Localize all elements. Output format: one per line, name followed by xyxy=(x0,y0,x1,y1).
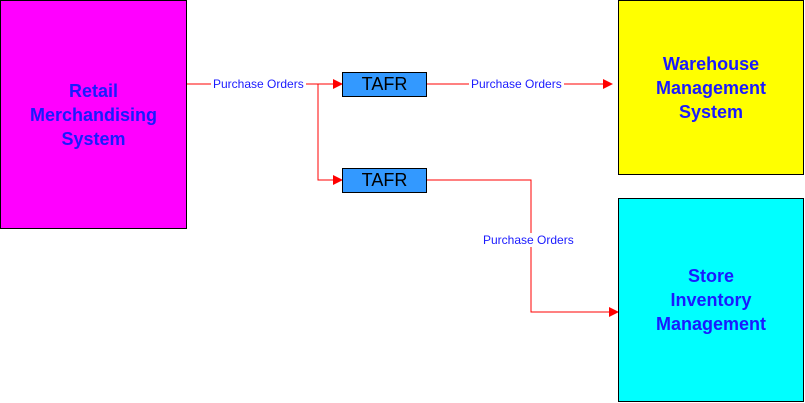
flow-branch-to-tafr2 xyxy=(317,84,343,185)
warehouse-management-system-node[interactable]: Warehouse Management System xyxy=(618,0,804,175)
warehouse-label: Warehouse Management System xyxy=(655,53,767,122)
store-label: Store Inventory Management xyxy=(655,266,767,334)
tafr-1-label: TAFR xyxy=(361,74,408,94)
tafr-2-label: TAFR xyxy=(361,170,408,190)
flow-label-retail-to-tafr: Purchase Orders xyxy=(211,77,306,91)
retail-merchandising-system-node[interactable]: Retail Merchandising System xyxy=(0,0,187,229)
tafr-node-1[interactable]: TAFR xyxy=(342,72,427,97)
flow-label-tafr-to-warehouse: Purchase Orders xyxy=(469,77,564,91)
store-inventory-management-node[interactable]: Store Inventory Management xyxy=(618,198,804,402)
tafr-node-2[interactable]: TAFR xyxy=(342,168,427,193)
flow-label-tafr-to-store: Purchase Orders xyxy=(481,233,576,247)
retail-label: Retail Merchandising System xyxy=(29,80,158,149)
